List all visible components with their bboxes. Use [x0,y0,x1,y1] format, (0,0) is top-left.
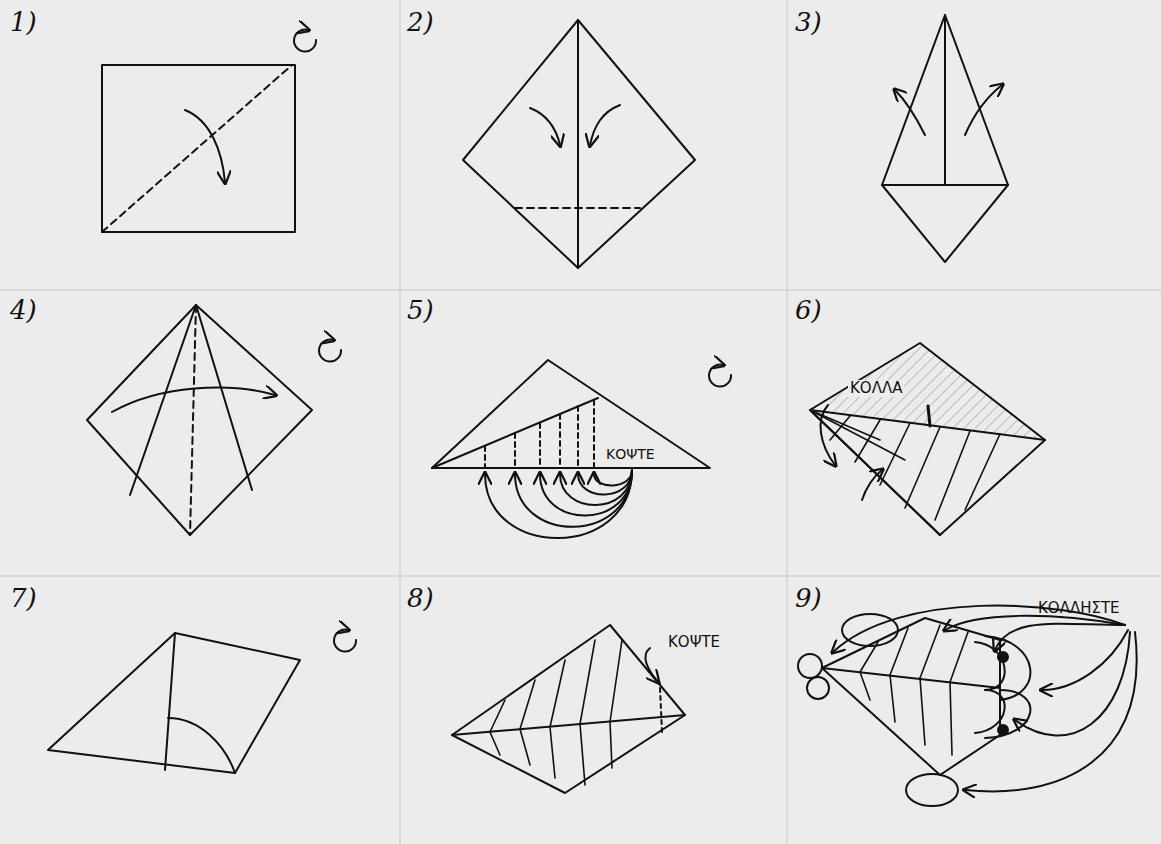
step-number: 1) [10,8,37,37]
step-number: 3) [795,8,822,37]
step-number: 7) [10,584,37,613]
instruction-label: ΚΟΛΛΑ [848,380,904,397]
step-number: 2) [407,8,434,37]
step-number: 8) [407,584,434,613]
step-number: 9) [795,584,822,613]
instruction-label: ΚΟΨΤΕ [668,634,720,651]
step-number: 4) [10,296,37,325]
step-number: 5) [407,296,434,325]
instruction-label: ΚΟΨΤΕ [604,447,657,462]
instruction-label: ΚΟΛΛΗΣΤΕ [1038,600,1120,617]
step-number: 6) [795,296,822,325]
